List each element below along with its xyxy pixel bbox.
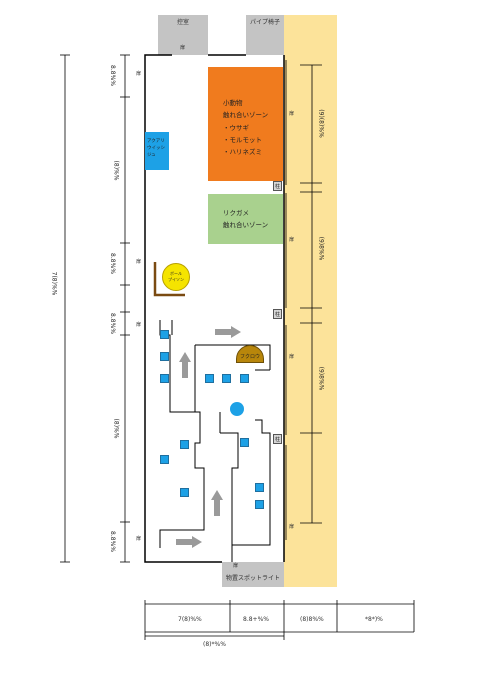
small-animals-zone: [208, 67, 283, 181]
left-door-label-4: 扉: [136, 536, 142, 542]
display-tank: [222, 374, 231, 383]
display-tank: [160, 374, 169, 383]
left-dimension-2: (8)%%: [112, 160, 120, 181]
ball-corner-bar: [153, 262, 185, 297]
ball-line-1: ボール: [170, 271, 182, 276]
right-door-label-4: 扉: [289, 524, 295, 530]
right-dimension-1: (9)(8)%%: [317, 109, 325, 138]
bottom-total-dimension: (8)*%%: [203, 641, 226, 648]
left-dimension-3: 8.8%%: [108, 253, 116, 274]
display-tank: [255, 500, 264, 509]
tortoise-line-2: 触れ合いゾーン: [223, 221, 269, 230]
small-animals-zone-text: 小動物 触れ合いゾーン ・ウサギ ・モルモット ・ハリネズミ: [223, 97, 268, 159]
left-door-label-3: 扉: [136, 322, 142, 328]
left-dimension-5: (8)%%: [112, 418, 120, 439]
control-room-label: 控室: [176, 19, 189, 26]
left-door-label-1: 扉: [136, 71, 142, 77]
display-tank: [240, 438, 249, 447]
pillar-3: 柱: [273, 434, 282, 444]
ball-pool: [162, 263, 190, 291]
aqua-line-2: ウイッシ: [147, 146, 165, 152]
small-animals-line-2: 触れ合いゾーン: [223, 111, 269, 120]
display-tank: [255, 483, 264, 492]
right-dimension-2: (9)8%%: [317, 236, 325, 261]
arrow-right-icon: [215, 326, 241, 338]
small-animals-line-3: ・ウサギ: [223, 123, 249, 132]
right-door-label-2: 扉: [289, 237, 295, 243]
chair-storage-label: パイプ椅子: [249, 19, 280, 26]
feeding-station: [230, 402, 244, 416]
ball-pool-text: ボール プイソン: [166, 271, 186, 283]
pillar-2: 柱: [273, 309, 282, 319]
arrow-right-icon: [176, 536, 202, 548]
small-animals-line-4: ・モルモット: [223, 136, 262, 145]
left-door-label-2: 扉: [136, 259, 142, 265]
outer-walls: [144, 54, 285, 563]
small-animals-line-5: ・ハリネズミ: [223, 148, 262, 157]
left-dimension-1: 8.8%%: [108, 65, 116, 86]
display-tank: [160, 330, 169, 339]
owl-label: フクロウ: [240, 354, 261, 360]
control-room: 控室: [158, 15, 208, 55]
bottom-dimension-2: 8.8+%%: [243, 616, 269, 623]
display-tank: [160, 352, 169, 361]
display-tank: [205, 374, 214, 383]
right-dimension-lines: [300, 64, 322, 524]
aqua-line-3: ジュ: [147, 153, 156, 159]
spotlight-storage-label: 物置スポットライト: [225, 575, 280, 582]
bottom-door-label: 扉: [233, 563, 239, 569]
tortoise-zone: [208, 194, 283, 244]
small-animals-line-1: 小動物: [223, 99, 243, 107]
aqua-line-1: アクアリ: [147, 139, 165, 144]
tortoise-zone-text: リクガメ 触れ合いゾーン: [223, 207, 268, 232]
display-tank: [160, 455, 169, 464]
left-total-dimension: 7(8)%%: [50, 271, 58, 296]
ball-line-2: プイソン: [168, 277, 184, 282]
spotlight-storage: 物置スポットライト: [222, 562, 284, 587]
left-dimension-6: 8.8%%: [108, 531, 116, 552]
display-tank: [180, 440, 189, 449]
interior-walls: [159, 320, 271, 562]
left-dimension-lines: [60, 54, 130, 563]
right-door-label-1: 扉: [289, 111, 295, 117]
pillar-1: 柱: [273, 181, 282, 191]
bottom-dimension-lines: [144, 600, 415, 640]
arrow-up-icon: [179, 352, 191, 378]
bottom-dimension-1: 7(8)%%: [178, 616, 202, 623]
right-door-label-3: 扉: [289, 354, 295, 360]
aqua-box: [145, 132, 169, 170]
arrow-up-icon: [211, 490, 223, 516]
bottom-dimension-3: (8)8%%: [300, 616, 324, 623]
control-room-door-label: 扉: [180, 45, 186, 51]
tortoise-line-1: リクガメ: [223, 209, 249, 217]
display-tank: [180, 488, 189, 497]
chair-storage: パイプ椅子: [246, 15, 284, 55]
corridor-band: [284, 15, 337, 587]
display-tank: [240, 374, 249, 383]
right-dimension-3: (9)8%%: [317, 366, 325, 391]
aqua-box-text: アクアリ ウイッシ ジュ: [147, 138, 165, 160]
bottom-dimension-4: *8*)%: [365, 616, 383, 623]
left-dimension-4: 8.8%%: [108, 313, 116, 334]
